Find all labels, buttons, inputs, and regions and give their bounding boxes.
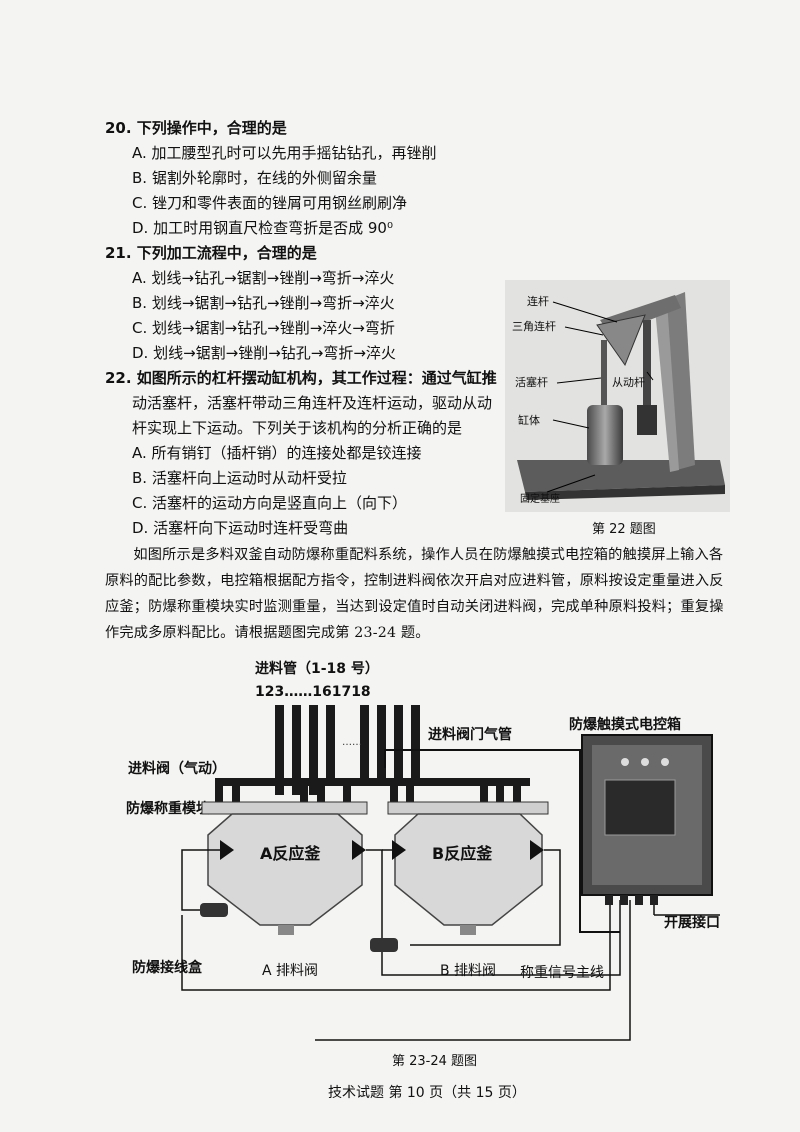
cylinder-body-shape (587, 405, 623, 465)
feed-valve-label: 进料阀（气动） (128, 761, 226, 777)
valve-a-label: A 排料阀 (262, 963, 319, 979)
label-fixed-base: 固定基座 (520, 494, 560, 505)
q20-option-d: D. 加工时用钢直尺检查弯折是否成 90⁰ (132, 219, 393, 237)
svg-text:……: …… (342, 737, 362, 748)
weigh-module-label: 防爆称重模块 (126, 801, 210, 817)
driven-rod-shape (643, 320, 651, 410)
valve-air-pipe-label: 进料阀门气管 (428, 727, 512, 743)
q20-option-c: C. 锉刀和零件表面的锉屑可用钢丝刷刷净 (132, 194, 408, 212)
q22-stem-line-3: 杆实现上下运动。下列关于该机构的分析正确的是 (132, 419, 463, 437)
tank-a-label: A反应釜 (260, 844, 321, 863)
q20-option-a: A. 加工腰型孔时可以先用手摇钻钻孔，再锉削 (132, 144, 437, 162)
pipe-numbers-label: 123……161718 (255, 684, 371, 700)
q22-option-a: A. 所有销钉（插杆销）的连接处都是铰连接 (132, 444, 422, 462)
label-link: 连杆 (527, 295, 549, 308)
expansion-port-label: 开展接口 (664, 915, 720, 931)
q21-option-a: A. 划线→钻孔→锯割→锉削→弯折→淬火 (132, 269, 395, 287)
upright-column (665, 292, 695, 470)
figure-22-caption: 第 22 题图 (592, 522, 656, 537)
q22-option-d: D. 活塞杆向下运动时连杆受弯曲 (132, 519, 349, 537)
q21-option-d: D. 划线→锯割→锉削→钻孔→弯折→淬火 (132, 344, 396, 362)
lever-mechanism-figure (505, 280, 730, 512)
dosing-system-diagram: …… (181, 705, 720, 1041)
piston-rod-shape (601, 340, 607, 410)
label-piston-rod: 活塞杆 (515, 376, 548, 389)
control-box-shape (581, 734, 713, 905)
tank-b-label: B反应釜 (432, 844, 493, 863)
intro-paragraph: 如图所示是多料双釜自动防爆称重配料系统，操作人员在防爆触摸式电控箱的触摸屏上输入… (105, 547, 724, 641)
feed-pipe-label: 进料管（1-18 号） (255, 661, 379, 677)
q22-option-c: C. 活塞杆的运动方向是竖直向上（向下） (132, 494, 408, 512)
valve-b-label: B 排料阀 (440, 963, 497, 979)
junction-box-a (200, 903, 228, 917)
tank-a-shape (201, 801, 368, 935)
q20-option-b: B. 锯割外轮廓时，在线的外侧留余量 (132, 169, 377, 187)
q21-option-b: B. 划线→锯割→钻孔→锉削→弯折→淬火 (132, 294, 395, 312)
q21-stem: 21. 下列加工流程中，合理的是 (105, 244, 317, 262)
feed-pipes: …… (215, 705, 530, 803)
q22-stem-line-1: 22. 如图所示的杠杆摆动缸机构，其工作过程：通过气缸推 (105, 369, 497, 387)
junction-box-label: 防爆接线盒 (132, 960, 202, 976)
q21-option-c: C. 划线→锯割→钻孔→锉削→淬火→弯折 (132, 319, 395, 337)
q22-stem-line-2: 动活塞杆，活塞杆带动三角连杆及连杆运动，驱动从动 (132, 394, 493, 412)
label-cylinder: 缸体 (518, 414, 540, 427)
tank-b-shape (387, 801, 549, 935)
signal-line-label: 称重信号主线 (520, 965, 604, 981)
label-driven-rod: 从动杆 (612, 376, 645, 389)
q20-stem: 20. 下列操作中，合理的是 (105, 119, 287, 137)
figure-23-24-caption: 第 23-24 题图 (392, 1054, 478, 1069)
triangle-link-shape (596, 314, 646, 367)
junction-box-b (370, 938, 398, 952)
q22-option-b: B. 活塞杆向上运动时从动杆受拉 (132, 469, 347, 487)
page-footer: 技术试题 第 10 页（共 15 页） (328, 1085, 526, 1101)
label-triangle-link: 三角连杆 (512, 320, 556, 333)
control-box-label: 防爆触摸式电控箱 (569, 717, 681, 733)
